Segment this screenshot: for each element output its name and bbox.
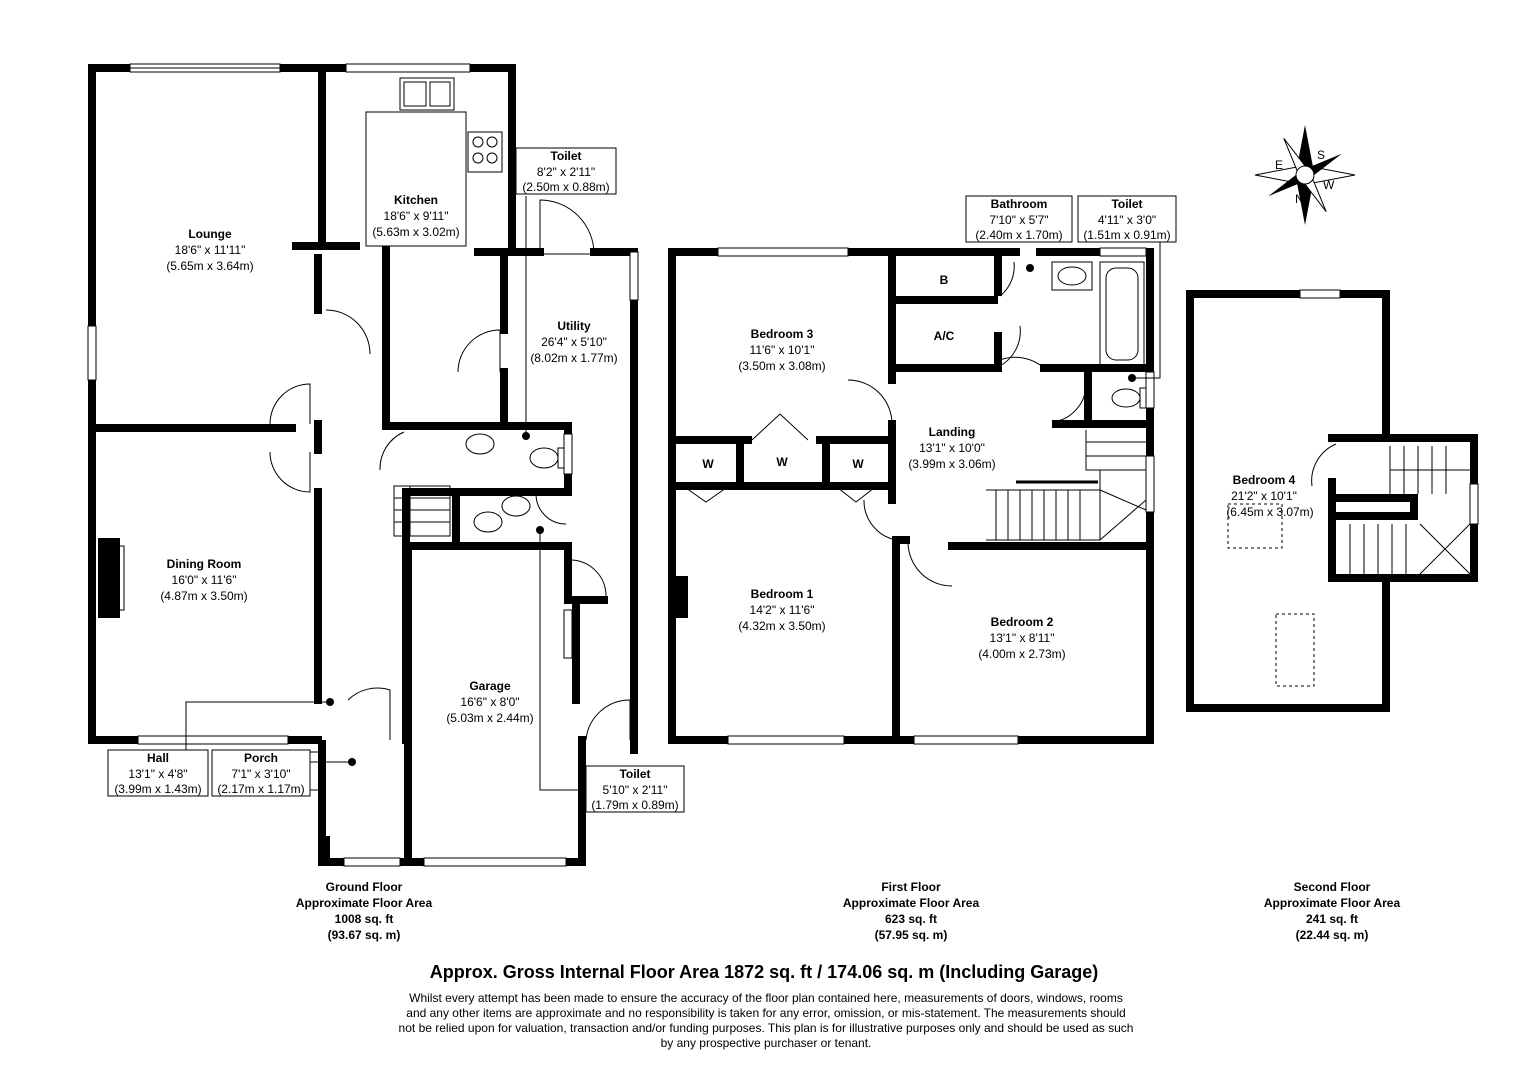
compass-label-e: E xyxy=(1275,158,1283,172)
porch-name: Porch xyxy=(244,751,278,765)
wardrobe-2-label: W xyxy=(776,455,788,469)
first-floor-plan xyxy=(668,240,1161,745)
ground-floor-plan xyxy=(87,63,639,867)
porch-imperial: 7'1" x 3'10" xyxy=(231,767,290,781)
ground-floor-sqft: 1008 sq. ft xyxy=(335,912,394,926)
toilet-gf-top-imperial: 8'2" x 2'11" xyxy=(537,165,595,179)
bedroom4-imperial: 21'2" x 10'1" xyxy=(1231,489,1297,503)
toilet-gf-top-name: Toilet xyxy=(550,149,581,163)
landing-imperial: 13'1" x 10'0" xyxy=(919,441,985,455)
lounge-imperial: 18'6" x 11'11" xyxy=(175,243,246,257)
bedroom3-name: Bedroom 3 xyxy=(751,327,814,341)
bathroom-metric: (2.40m x 1.70m) xyxy=(975,228,1062,242)
toilet-gf-top-metric: (2.50m x 0.88m) xyxy=(522,180,609,194)
stairs-ground xyxy=(393,485,451,537)
bedroom3-imperial: 11'6" x 10'1" xyxy=(750,343,815,357)
garage-name: Garage xyxy=(469,679,511,693)
utility-imperial: 26'4" x 5'10" xyxy=(541,335,607,349)
utility-name: Utility xyxy=(557,319,591,333)
bathroom-name: Bathroom xyxy=(991,197,1048,211)
kitchen-metric: (5.63m x 3.02m) xyxy=(372,225,459,239)
landing-metric: (3.99m x 3.06m) xyxy=(908,457,995,471)
toilet-gf-bottom-metric: (1.79m x 0.89m) xyxy=(591,798,678,812)
compass-rose-icon: S W N E xyxy=(1254,125,1356,225)
disclaimer-text: Whilst every attempt has been made to en… xyxy=(398,991,1134,1050)
toilet-gf-bottom-imperial: 5'10" x 2'11" xyxy=(603,783,668,797)
toilet-gf-bottom-name: Toilet xyxy=(619,767,650,781)
compass-label-s: S xyxy=(1317,148,1325,162)
compass-label-w: W xyxy=(1323,178,1335,192)
first-floor-sqm: (57.95 sq. m) xyxy=(875,928,948,942)
wardrobe-3-label: W xyxy=(852,457,864,471)
boiler-cupboard-label: B xyxy=(940,273,949,287)
toilet-gf-bottom-box xyxy=(585,765,685,813)
bedroom2-metric: (4.00m x 2.73m) xyxy=(978,647,1065,661)
lounge-name: Lounge xyxy=(188,227,232,241)
toilet-ff-imperial: 4'11" x 3'0" xyxy=(1098,213,1156,227)
kitchen-name: Kitchen xyxy=(394,193,438,207)
bedroom4-name: Bedroom 4 xyxy=(1233,473,1296,487)
bathroom-box xyxy=(965,195,1073,243)
utility-metric: (8.02m x 1.77m) xyxy=(530,351,617,365)
landing-name: Landing xyxy=(929,425,976,439)
dining-imperial: 16'0" x 11'6" xyxy=(172,573,237,587)
toilet-ff-name: Toilet xyxy=(1111,197,1142,211)
second-floor-title: Second Floor xyxy=(1294,880,1371,894)
bedroom3-metric: (3.50m x 3.08m) xyxy=(738,359,825,373)
porch-metric: (2.17m x 1.17m) xyxy=(217,782,304,796)
bedroom1-name: Bedroom 1 xyxy=(751,587,814,601)
bedroom2-imperial: 13'1" x 8'11" xyxy=(990,631,1055,645)
hall-imperial: 13'1" x 4'8" xyxy=(128,767,187,781)
second-floor-plan xyxy=(1186,289,1479,712)
second-floor-sqm: (22.44 sq. m) xyxy=(1296,928,1369,942)
bedroom2-name: Bedroom 2 xyxy=(991,615,1054,629)
toilet-gf-top-box xyxy=(515,147,617,195)
hall-box xyxy=(107,749,209,797)
gross-internal-area: Approx. Gross Internal Floor Area 1872 s… xyxy=(429,962,1099,982)
bedroom4-metric: (6.45m x 3.07m) xyxy=(1226,505,1313,519)
garage-metric: (5.03m x 2.44m) xyxy=(446,711,533,725)
toilet-ff-metric: (1.51m x 0.91m) xyxy=(1083,228,1170,242)
kitchen-imperial: 18'6" x 9'11" xyxy=(384,209,449,223)
compass-label-n: N xyxy=(1295,192,1304,206)
bedroom1-imperial: 14'2" x 11'6" xyxy=(750,603,815,617)
ground-floor-subtitle: Approximate Floor Area xyxy=(296,896,433,910)
dining-metric: (4.87m x 3.50m) xyxy=(160,589,247,603)
lounge-metric: (5.65m x 3.64m) xyxy=(166,259,253,273)
bathroom-imperial: 7'10" x 5'7" xyxy=(989,213,1048,227)
first-floor-subtitle: Approximate Floor Area xyxy=(843,896,980,910)
hall-metric: (3.99m x 1.43m) xyxy=(114,782,201,796)
first-floor-sqft: 623 sq. ft xyxy=(885,912,937,926)
toilet-ff-box xyxy=(1077,195,1177,243)
airing-cupboard-label: A/C xyxy=(934,329,955,343)
hall-name: Hall xyxy=(147,751,169,765)
second-floor-sqft: 241 sq. ft xyxy=(1306,912,1358,926)
bedroom1-metric: (4.32m x 3.50m) xyxy=(738,619,825,633)
second-floor-subtitle: Approximate Floor Area xyxy=(1264,896,1401,910)
porch-box xyxy=(211,749,311,797)
dining-name: Dining Room xyxy=(167,557,242,571)
garage-imperial: 16'6" x 8'0" xyxy=(460,695,519,709)
first-floor-title: First Floor xyxy=(881,880,941,894)
ground-floor-sqm: (93.67 sq. m) xyxy=(328,928,401,942)
ground-floor-title: Ground Floor xyxy=(326,880,403,894)
wardrobe-1-label: W xyxy=(702,457,714,471)
